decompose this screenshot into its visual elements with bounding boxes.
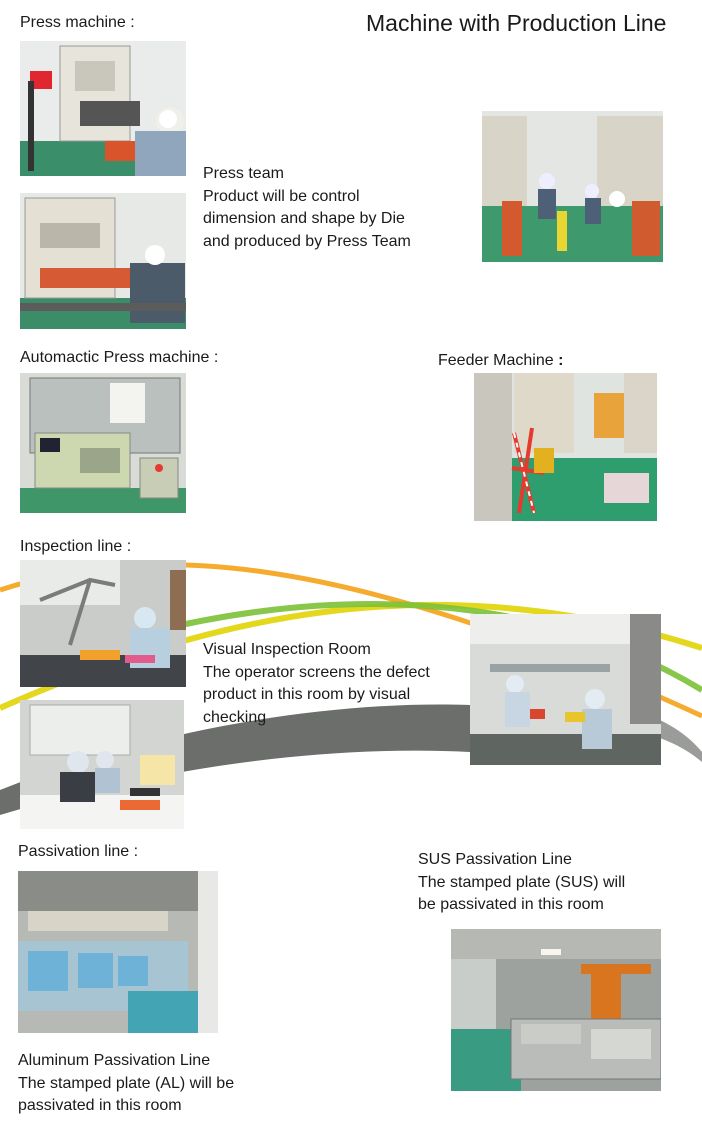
sus-passivation-caption: SUS Passivation Line The stamped plate (… bbox=[418, 849, 625, 917]
sus-passivation-photo bbox=[451, 929, 661, 1091]
press-machine-photo-1 bbox=[20, 41, 186, 176]
press-caption-line-2: Product will be control bbox=[203, 187, 360, 205]
page-title: Machine with Production Line bbox=[366, 10, 667, 36]
press-caption-line-4: and produced by Press Team bbox=[203, 232, 411, 250]
inspection-room-photo bbox=[470, 614, 661, 765]
aluminum-passivation-caption: Aluminum Passivation Line The stamped pl… bbox=[18, 1050, 234, 1118]
aluminum-passivation-photo bbox=[18, 871, 218, 1033]
aluminum-caption-line-1: Aluminum Passivation Line bbox=[18, 1052, 211, 1069]
feeder-machine-label-colon: : bbox=[558, 352, 564, 369]
aluminum-caption-line-3: passivated in this room bbox=[18, 1097, 182, 1114]
inspection-photo-1 bbox=[20, 560, 186, 687]
press-machine-label: Press machine : bbox=[20, 14, 135, 31]
passivation-line-label: Passivation line : bbox=[18, 843, 139, 860]
inspection-caption-line-1: Visual Inspection Room bbox=[203, 641, 371, 658]
sus-caption-line-2: The stamped plate (SUS) will bbox=[418, 873, 626, 891]
press-team-caption: Press team Product will be control dimen… bbox=[203, 163, 411, 253]
feeder-machine-label-text: Feeder Machine bbox=[438, 352, 554, 369]
visual-inspection-caption: Visual Inspection Room The operator scre… bbox=[203, 639, 430, 729]
feeder-machine-photo bbox=[474, 373, 657, 521]
sus-caption-line-1: SUS Passivation Line bbox=[418, 851, 572, 868]
press-caption-line-3: dimension and shape by Die bbox=[203, 210, 405, 227]
feeder-machine-label: Feeder Machine : bbox=[438, 352, 563, 370]
press-machine-photo-2 bbox=[20, 193, 186, 329]
inspection-caption-line-3: product in this room by visual bbox=[203, 686, 411, 703]
inspection-line-label: Inspection line : bbox=[20, 538, 132, 555]
automatic-press-label: Automactic Press machine : bbox=[20, 349, 219, 366]
inspection-photo-2 bbox=[20, 700, 184, 829]
sus-caption-line-3: be passivated in this room bbox=[418, 896, 604, 913]
inspection-caption-line-4: checking bbox=[203, 708, 267, 726]
aluminum-caption-line-2: The stamped plate (AL) will be bbox=[18, 1074, 235, 1092]
inspection-caption-line-2: The operator screens the defect bbox=[203, 663, 430, 681]
automatic-press-photo bbox=[20, 373, 186, 513]
press-line-photo bbox=[482, 111, 663, 262]
press-caption-line-1: Press team bbox=[203, 165, 284, 182]
